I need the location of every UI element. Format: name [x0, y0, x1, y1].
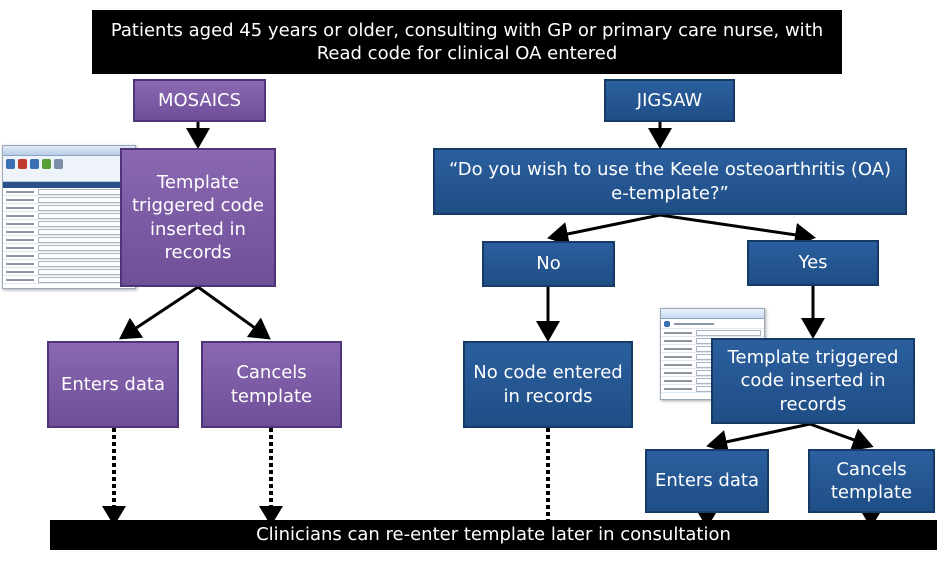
- jigsaw-no-text: No: [536, 253, 561, 275]
- arrow-question-to-no: [547, 213, 661, 246]
- footer-box: Clinicians can re-enter template later i…: [50, 520, 937, 550]
- jigsaw-question-text: “Do you wish to use the Keele osteoarthr…: [448, 159, 892, 204]
- mosaics-label: MOSAICS: [157, 89, 242, 111]
- jigsaw-label: JIGSAW: [636, 89, 703, 111]
- jigsaw-no-code-text: No code entered in records: [473, 362, 623, 407]
- jigsaw-enters-data-text: Enters data: [655, 470, 759, 492]
- jigsaw-yes-text: Yes: [798, 252, 828, 274]
- mosaics-cancels-template-text: Cancels template: [230, 362, 313, 407]
- jigsaw-enters-data-box: Enters data: [645, 449, 769, 513]
- emis-template-screenshot-icon: [2, 145, 136, 289]
- arrow-template-to-enters-left: [118, 285, 199, 340]
- mosaics-template-box: Template triggered code inserted in reco…: [120, 148, 276, 287]
- jigsaw-cancels-template-text: Cancels template: [830, 458, 913, 503]
- footer-text: Clinicians can re-enter template later i…: [256, 524, 731, 546]
- arrow-template-to-cancels-right: [809, 422, 874, 452]
- mosaics-cancels-template-box: Cancels template: [201, 341, 342, 428]
- arrow-template-to-cancels-left: [197, 285, 271, 340]
- jigsaw-no-code-box: No code entered in records: [463, 341, 633, 428]
- jigsaw-no-box: No: [482, 241, 615, 287]
- mosaics-enters-data-text: Enters data: [61, 373, 165, 395]
- mosaics-label-box: MOSAICS: [133, 79, 266, 122]
- jigsaw-yes-box: Yes: [747, 240, 879, 286]
- jigsaw-question-box: “Do you wish to use the Keele osteoarthr…: [433, 148, 907, 215]
- jigsaw-template-box: Template triggered code inserted in reco…: [711, 338, 915, 424]
- header-text: Patients aged 45 years or older, consult…: [110, 19, 824, 64]
- jigsaw-label-box: JIGSAW: [604, 79, 735, 122]
- jigsaw-template-text: Template triggered code inserted in reco…: [727, 346, 899, 415]
- header-box: Patients aged 45 years or older, consult…: [92, 10, 842, 74]
- arrow-question-to-yes: [659, 213, 816, 247]
- jigsaw-cancels-template-box: Cancels template: [808, 449, 935, 513]
- mosaics-enters-data-box: Enters data: [47, 341, 179, 428]
- arrow-template-to-enters-right: [706, 422, 811, 454]
- mosaics-template-text: Template triggered code inserted in reco…: [131, 171, 265, 263]
